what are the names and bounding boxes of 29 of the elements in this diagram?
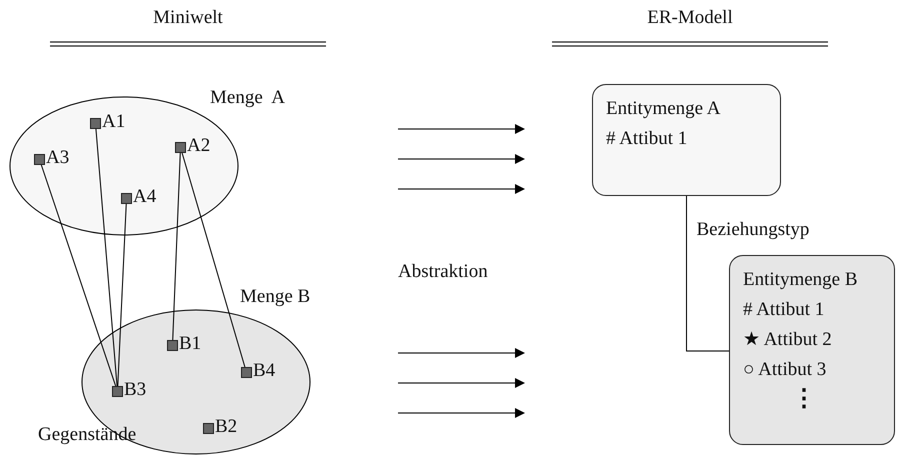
attribute-text: ○ Attibut 3 — [743, 360, 826, 381]
connector-line — [182, 152, 246, 368]
ellipsis-mark: ⋮ — [792, 386, 816, 412]
point-label: A3 — [46, 148, 70, 169]
section-heading: ER-Modell — [647, 8, 733, 29]
point-label: A1 — [102, 112, 126, 133]
point-label: A4 — [133, 187, 156, 208]
connector-line — [40, 164, 116, 386]
connector-line — [172, 152, 181, 340]
point-label: B3 — [124, 380, 146, 401]
section-heading: Miniwelt — [153, 8, 223, 29]
connector-line — [686, 196, 730, 352]
entity-box — [592, 84, 781, 196]
attribute-text: # Attibut 1 — [743, 300, 824, 321]
edge-label: Beziehungstyp — [696, 220, 810, 241]
set-label: Menge A — [210, 88, 285, 109]
point-label: B1 — [179, 334, 202, 355]
set-label: Menge B — [240, 287, 310, 308]
attribute-text: ★ Attibut 2 — [743, 330, 832, 351]
annotation-text: Abstraktion — [398, 262, 488, 283]
entity-box — [729, 255, 895, 445]
entity-title: Entitymenge A — [606, 99, 721, 120]
point-label: A2 — [187, 136, 210, 157]
attribute-text: # Attibut 1 — [606, 129, 688, 150]
connector-line — [117, 204, 127, 386]
connector-line — [95, 128, 118, 386]
entity-title: Entitymenge B — [743, 270, 858, 291]
point-label: B4 — [253, 361, 276, 382]
point-label: B2 — [215, 417, 238, 438]
